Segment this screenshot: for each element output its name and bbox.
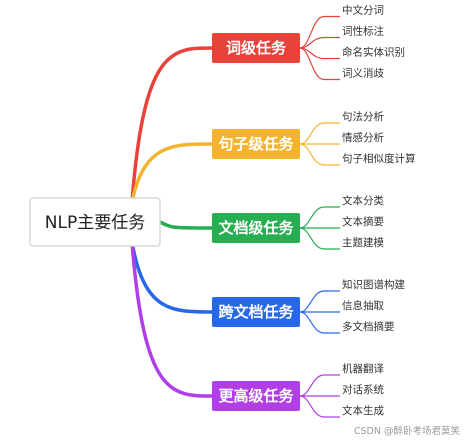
- leaf-node[interactable]: 词性标注: [342, 25, 384, 38]
- leaf-node[interactable]: 对话系统: [342, 383, 384, 396]
- connector-root-branch-5: [130, 240, 214, 398]
- connector-leaf: [299, 15, 340, 49]
- root-node[interactable]: NLP主要任务: [29, 197, 161, 247]
- leaf-node[interactable]: 文本分类: [342, 194, 384, 207]
- branch-node-3[interactable]: 文档级任务: [212, 213, 300, 243]
- connector-root-branch-2: [130, 142, 214, 204]
- branch-box: [212, 381, 300, 411]
- leaf-node[interactable]: 词义消歧: [342, 67, 384, 80]
- branch-node-1[interactable]: 词级任务: [212, 33, 300, 63]
- connector-leaf: [299, 36, 340, 49]
- root-box: [29, 197, 161, 247]
- connector-leaf: [299, 143, 340, 166]
- connector-leaf: [299, 311, 340, 334]
- connector-leaf: [299, 227, 340, 250]
- leaf-node[interactable]: 主题建模: [342, 236, 384, 249]
- branch-label: 文档级任务: [218, 219, 294, 237]
- connector-root-branch-3: [158, 220, 214, 230]
- branch-label: 跨文档任务: [218, 303, 294, 321]
- root-label: NLP主要任务: [45, 213, 145, 233]
- connector-leaf: [299, 290, 340, 313]
- leaf-node[interactable]: 机器翻译: [342, 362, 384, 375]
- branch-label: 句子级任务: [218, 135, 294, 153]
- branch-box: [212, 33, 300, 63]
- leaf-node[interactable]: 中文分词: [342, 4, 384, 17]
- branch-box: [212, 129, 300, 159]
- branch-node-4[interactable]: 跨文档任务: [212, 297, 300, 327]
- leaf-node[interactable]: 情感分析: [342, 131, 384, 144]
- branch-label: 词级任务: [226, 39, 287, 57]
- connector-leaf: [299, 395, 340, 418]
- leaf-node[interactable]: 命名实体识别: [342, 46, 405, 59]
- leaf-node[interactable]: 知识图谱构建: [342, 278, 405, 291]
- branch-node-5[interactable]: 更高级任务: [212, 381, 300, 411]
- leaf-node[interactable]: 信息抽取: [342, 299, 384, 312]
- connector-leaf: [299, 374, 340, 397]
- branch-node-2[interactable]: 句子级任务: [212, 129, 300, 159]
- branch-label: 更高级任务: [218, 387, 294, 405]
- connectors: [130, 15, 340, 418]
- leaf-node[interactable]: 句子相似度计算: [342, 152, 416, 165]
- branch-box: [212, 297, 300, 327]
- leaf-node[interactable]: 句法分析: [342, 110, 384, 123]
- connector-leaf: [299, 47, 340, 81]
- branch-box: [212, 213, 300, 243]
- connector-leaf: [299, 122, 340, 145]
- connector-root-branch-4: [130, 240, 214, 314]
- connector-leaf: [299, 206, 340, 229]
- watermark: CSDN @醉卧考场君莫笑: [353, 426, 460, 437]
- leaf-node[interactable]: 文本生成: [342, 404, 384, 417]
- leaf-node[interactable]: 多文档摘要: [342, 320, 395, 333]
- connector-root-branch-1: [130, 46, 214, 204]
- leaf-node[interactable]: 文本摘要: [342, 215, 384, 228]
